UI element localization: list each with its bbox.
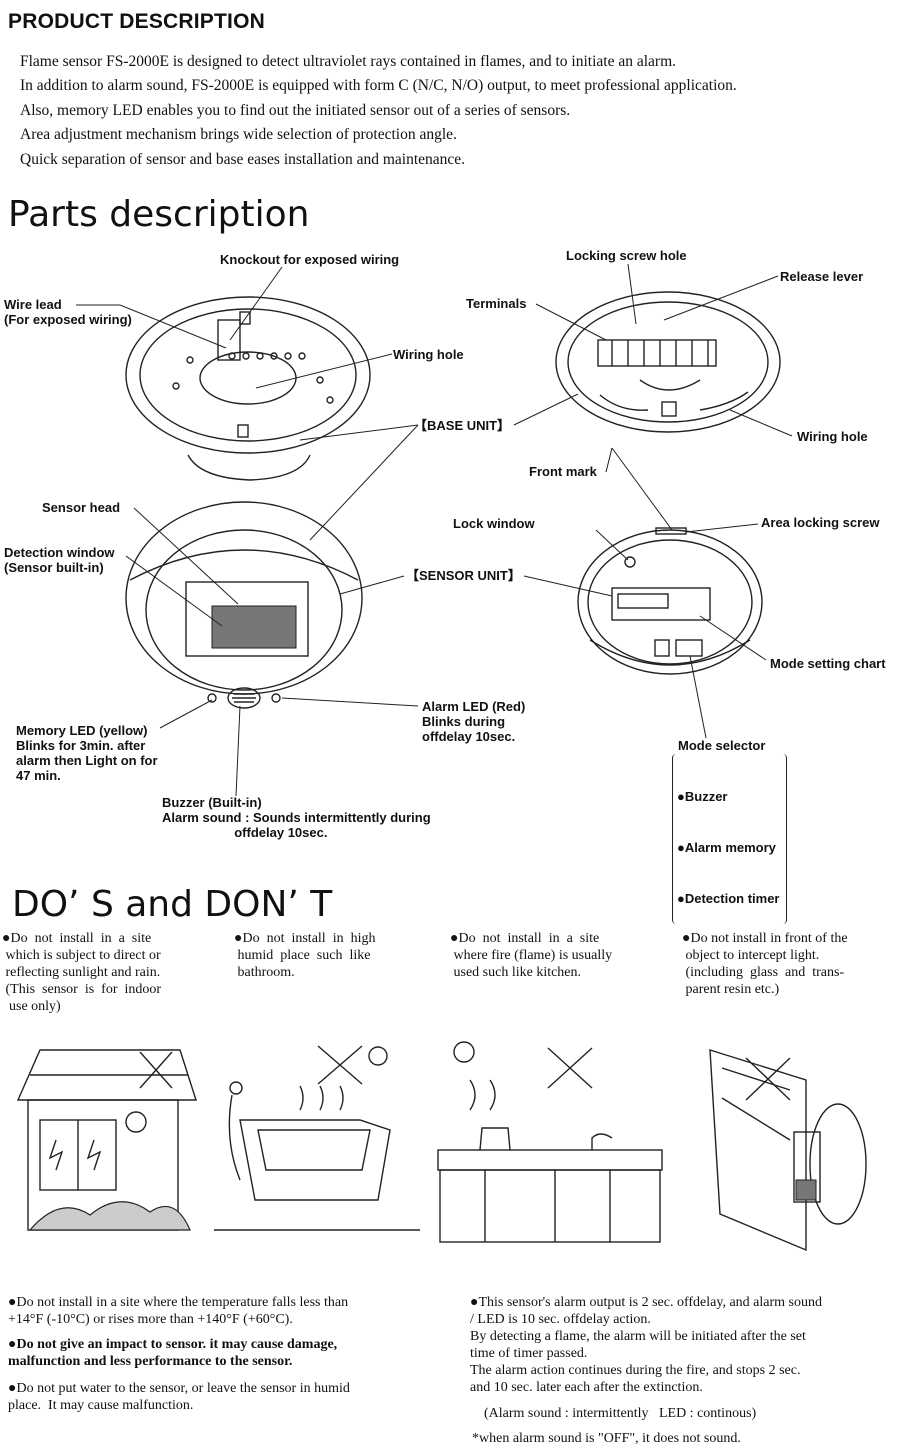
- caution-water: Do not put water to the sensor, or leave…: [8, 1380, 350, 1414]
- mode-item: Detection timer: [677, 890, 780, 907]
- label-buzzer: Buzzer (Built-in) Alarm sound : Sounds i…: [162, 795, 431, 840]
- label-detection-window: Detection window (Sensor built-in): [4, 545, 115, 575]
- label-wire-lead: Wire lead (For exposed wiring): [4, 297, 132, 327]
- product-heading: PRODUCT DESCRIPTION: [8, 10, 265, 33]
- sensor-unit-illustration: [125, 501, 363, 709]
- label-sensor-head: Sensor head: [42, 500, 121, 515]
- label-sensor-unit: 【SENSOR UNIT】: [406, 568, 521, 583]
- product-line: Flame sensor FS-2000E is designed to det…: [20, 53, 677, 70]
- mode-item: Buzzer: [677, 788, 780, 805]
- dos-heading: DO’ S and DON’ T: [12, 884, 333, 925]
- product-line: Also, memory LED enables you to find out…: [20, 101, 571, 119]
- product-line: Quick separation of sensor and base ease…: [20, 150, 466, 168]
- base-unit-illustration: [125, 296, 371, 481]
- base-unit-rear-illustration: [555, 291, 781, 433]
- caution-humid: Do not install in high humid place such …: [234, 930, 376, 981]
- caution-impact: Do not give an impact to sensor. it may …: [8, 1336, 337, 1370]
- label-lock-window: Lock window: [453, 516, 535, 531]
- sound-off-note: *when alarm sound is "OFF", it does not …: [472, 1431, 741, 1446]
- label-alarm-led: Alarm LED (Red) Blinks during offdelay 1…: [422, 699, 526, 744]
- label-terminals: Terminals: [466, 296, 527, 311]
- offdelay-note: This sensor's alarm output is 2 sec. off…: [470, 1294, 822, 1396]
- label-mode-setting-chart: Mode setting chart: [770, 656, 886, 671]
- bathroom-illustration: [214, 1045, 420, 1231]
- label-locking-screw-hole: Locking screw hole: [566, 248, 687, 263]
- mode-item: Alarm memory: [677, 839, 780, 856]
- product-line: Area adjustment mechanism brings wide se…: [20, 126, 457, 144]
- label-area-locking-screw: Area locking screw: [761, 515, 880, 530]
- label-memory-led: Memory LED (yellow) Blinks for 3min. aft…: [16, 723, 158, 783]
- sensor-unit-rear-illustration: [577, 527, 763, 675]
- house-illustration: [16, 1049, 197, 1231]
- caution-sunlight: Do not install in a site which is subjec…: [2, 930, 162, 1015]
- label-front-mark: Front mark: [529, 464, 597, 479]
- kitchen-illustration: [437, 1041, 663, 1243]
- label-knockout: Knockout for exposed wiring: [220, 252, 400, 267]
- label-mode-selector: Mode selector: [678, 738, 766, 753]
- label-release-lever: Release lever: [780, 269, 864, 284]
- label-base-unit: 【BASE UNIT】: [414, 418, 511, 433]
- alarm-mode-note: (Alarm sound : intermittently LED : cont…: [484, 1406, 757, 1421]
- caution-intercept: Do not install in front of the object to…: [682, 930, 848, 998]
- bullet: [470, 1295, 478, 1310]
- parts-heading: Parts description: [8, 194, 310, 235]
- label-wiring-hole-base: Wiring hole: [393, 347, 464, 362]
- mode-selector-list: Buzzer Alarm memory Detection timer: [672, 754, 787, 924]
- glass-illustration: [709, 1049, 867, 1252]
- label-wiring-hole-rear: Wiring hole: [797, 429, 868, 444]
- product-line: In addition to alarm sound, FS-2000E is …: [20, 77, 737, 95]
- caution-kitchen: Do not install in a site where fire (fla…: [450, 930, 613, 981]
- leader-lines: [76, 263, 793, 797]
- product-description: Flame sensor FS-2000E is designed to det…: [20, 50, 737, 172]
- caution-temperature: Do not install in a site where the tempe…: [8, 1294, 348, 1328]
